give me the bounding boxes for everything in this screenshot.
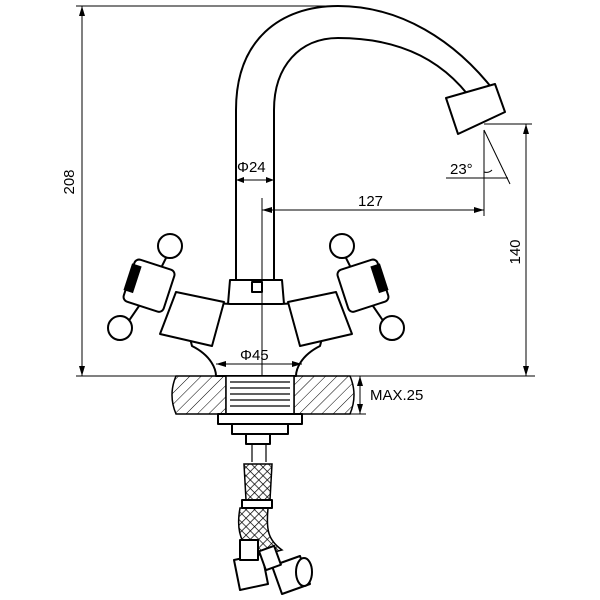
mounting-nut: [217, 413, 303, 445]
dimension-spout-height: 140: [484, 123, 532, 376]
dimension-spout-angle: 23°: [446, 129, 511, 185]
left-handle: [107, 233, 183, 341]
dimension-spout-reach: 127: [261, 130, 485, 376]
spout-diameter-label: Φ24: [237, 159, 266, 176]
dimension-max-thickness: MAX.25: [350, 376, 423, 415]
max-thickness-label: MAX.25: [370, 387, 423, 404]
height-total-label: 208: [61, 169, 78, 194]
spout-angle-label: 23°: [450, 161, 473, 178]
spout: [235, 5, 506, 281]
shank-thread: [230, 381, 290, 407]
hose-fittings: [233, 539, 313, 595]
dimension-base-diameter: Φ45: [216, 347, 302, 367]
spout-reach-label: 127: [358, 193, 383, 210]
base-diameter-label: Φ45: [240, 347, 269, 364]
dimension-height-total: 208: [61, 5, 330, 376]
faucet-body: [159, 279, 353, 377]
countertop-section: [171, 375, 355, 415]
spout-height-label: 140: [507, 239, 524, 264]
dimension-spout-diameter: Φ24: [236, 159, 274, 183]
right-handle: [329, 233, 405, 341]
